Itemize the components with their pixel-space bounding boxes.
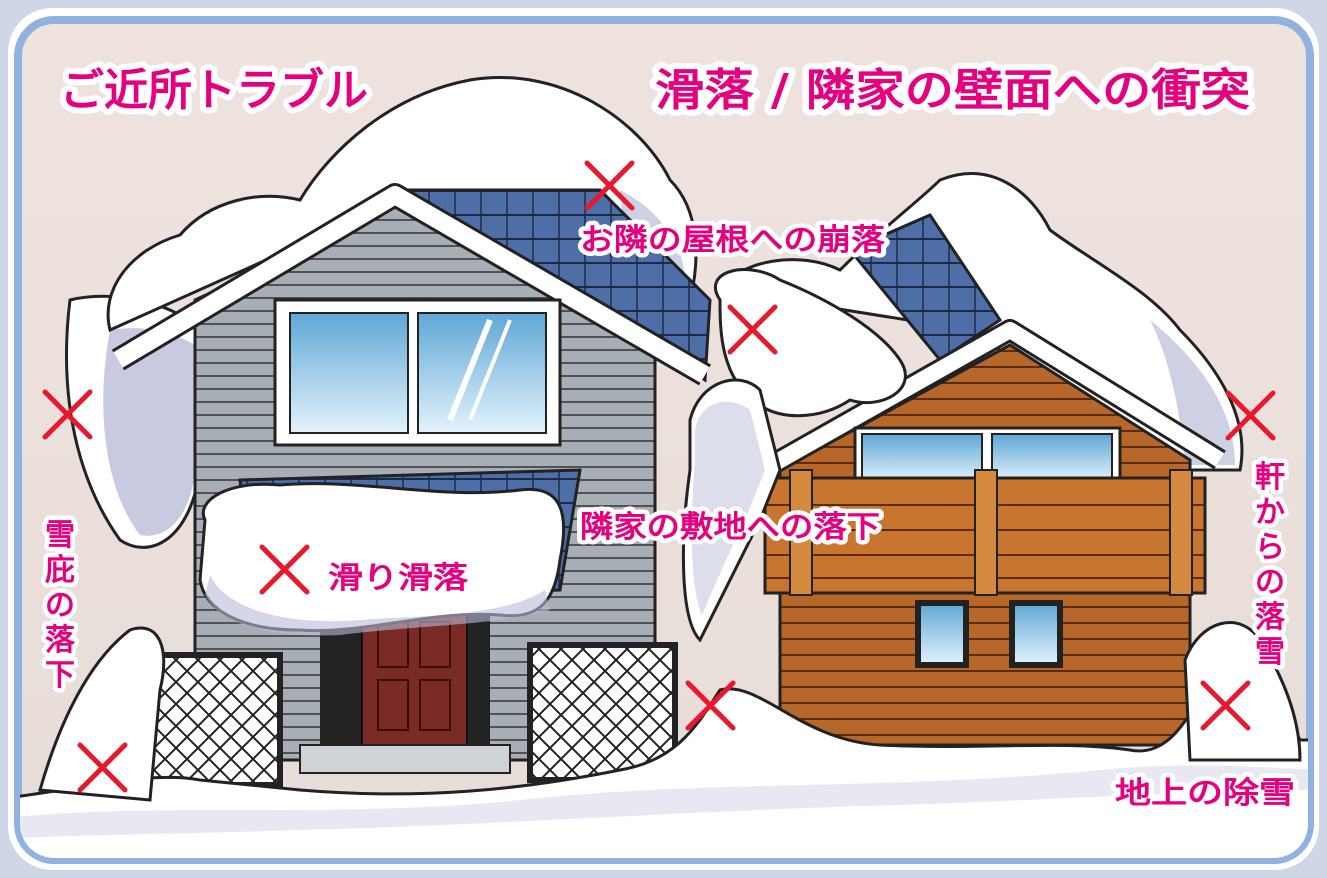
left-ground-mound (38, 626, 166, 802)
label-cornice-char: 下 (45, 658, 75, 693)
x-mark-canopy (259, 544, 310, 595)
label-cornice-char: 庇 (45, 553, 75, 588)
label-cornice-char: の (45, 588, 75, 623)
label-eaves-char: 雪 (1255, 635, 1285, 670)
title-right: 滑落 / 隣家の壁面への衝突 (655, 65, 1250, 116)
label-eaves-vertical: 軒 か ら の 落 雪 (1251, 456, 1291, 675)
label-eaves-char: の (1255, 565, 1285, 600)
left-lattice (142, 652, 283, 788)
right-house-roof (847, 213, 1003, 363)
label-eaves-char: 落 (1255, 600, 1286, 635)
label-ground: 地上の除雪 (1115, 776, 1295, 811)
x-mark-eaves (1225, 390, 1276, 441)
x-mark-ground-left (77, 742, 128, 793)
label-roof-collapse: お隣の屋根への崩落 (580, 223, 886, 258)
x-mark-roof-top (584, 160, 635, 211)
x-mark-ground-right (1200, 680, 1251, 731)
label-neighbor-land: 隣家の敷地への落下 (580, 510, 880, 545)
label-eaves-char: か (1255, 495, 1285, 530)
label-eaves-char: ら (1255, 530, 1285, 565)
label-cornice-char: 雪 (45, 518, 75, 553)
label-cornice-char: 落 (45, 623, 76, 658)
right-house-window-right (1009, 600, 1063, 668)
title-left: ご近所トラブル (60, 65, 368, 116)
label-eaves-char: 軒 (1255, 460, 1285, 495)
label-slide: 滑り滑落 (328, 561, 469, 596)
x-mark-cornice (42, 389, 93, 440)
label-cornice-vertical: 雪 庇 の 落 下 (41, 514, 81, 698)
x-mark-snow-roll (727, 304, 778, 355)
x-mark-between (685, 680, 736, 731)
right-house-window-left (915, 600, 969, 668)
